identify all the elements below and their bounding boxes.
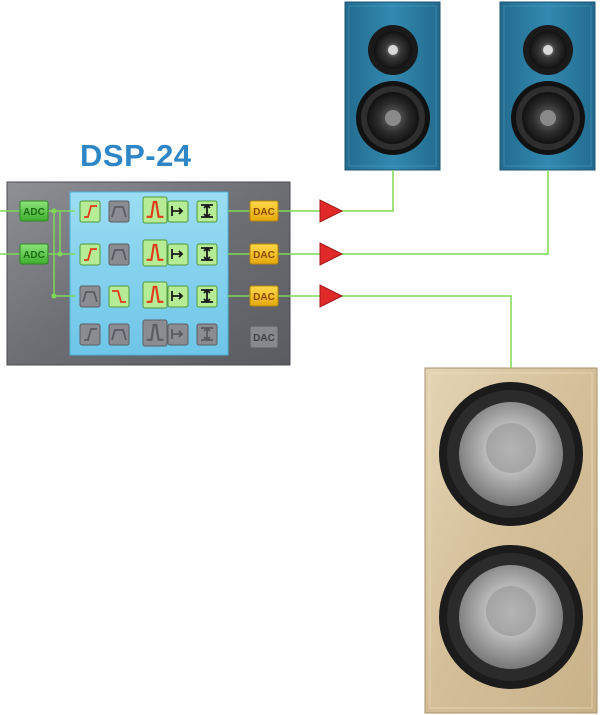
svg-text:DAC: DAC <box>253 207 275 218</box>
amplifier-icon <box>319 242 344 266</box>
dac-chip: DAC <box>249 200 279 222</box>
delay-icon <box>167 200 189 223</box>
delay-icon <box>167 243 189 266</box>
dac-chip: DAC <box>249 285 279 307</box>
svg-text:DAC: DAC <box>253 333 275 344</box>
delay-icon <box>167 323 189 346</box>
highpass-icon <box>79 243 101 266</box>
dsp-unit: ADC ADC DAC DAC DAC DAC <box>0 181 320 366</box>
svg-text:ADC: ADC <box>23 207 45 218</box>
bandpass-icon <box>108 243 130 266</box>
tweeter-icon <box>523 25 573 75</box>
woofer-icon <box>356 81 430 155</box>
subwoofer-cabinet <box>424 367 598 714</box>
svg-text:ADC: ADC <box>23 250 45 261</box>
adc-chip: ADC <box>19 243 49 265</box>
gain-icon <box>196 285 218 308</box>
tweeter-icon <box>368 25 418 75</box>
dac-chip: DAC <box>249 243 279 265</box>
wire-right-speaker <box>340 170 549 255</box>
sub-driver-lower-icon <box>439 545 583 689</box>
wire-left-speaker <box>340 170 394 212</box>
svg-text:DAC: DAC <box>253 292 275 303</box>
peak-eq-icon <box>142 319 168 347</box>
wire-subwoofer <box>340 295 512 368</box>
delay-icon <box>167 285 189 308</box>
peak-eq-icon <box>142 196 168 224</box>
peak-eq-icon <box>142 239 168 267</box>
bandpass-icon <box>108 323 130 346</box>
gain-icon <box>196 200 218 223</box>
bandpass-icon <box>108 200 130 223</box>
gain-icon <box>196 243 218 266</box>
sub-driver-upper-icon <box>439 382 583 526</box>
peak-eq-icon <box>142 281 168 309</box>
signal-wires <box>340 170 549 368</box>
left-bookshelf-speaker <box>344 1 441 171</box>
adc-chip: ADC <box>19 200 49 222</box>
svg-text:DAC: DAC <box>253 250 275 261</box>
dac-chip-inactive: DAC <box>249 325 279 349</box>
highpass-icon <box>79 323 101 346</box>
gain-icon <box>196 323 218 346</box>
amplifier-icon <box>319 199 344 223</box>
title: DSP-24 <box>80 138 192 173</box>
bandpass-icon <box>79 285 101 308</box>
amplifier-icon <box>319 284 344 308</box>
highpass-icon <box>79 200 101 223</box>
woofer-icon <box>511 81 585 155</box>
right-bookshelf-speaker <box>499 1 596 171</box>
lowpass-icon <box>108 285 130 308</box>
